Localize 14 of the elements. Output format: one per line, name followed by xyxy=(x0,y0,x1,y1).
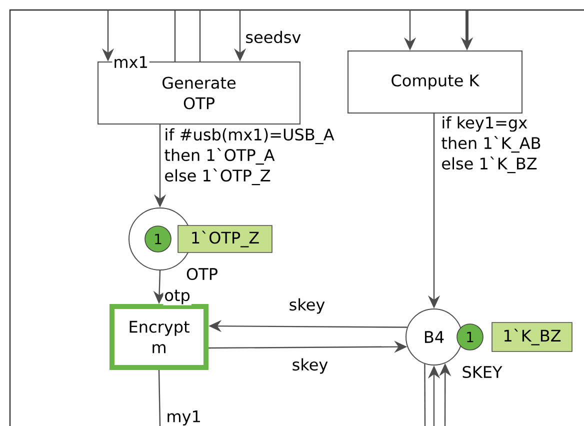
edge-label: otp xyxy=(163,288,192,306)
place-name: SKEY xyxy=(462,366,502,378)
edge-label: my1 xyxy=(165,410,202,426)
edge-label: seedsv xyxy=(244,30,302,44)
edge-label: if key1=gx then 1`K_AB else 1`K_BZ xyxy=(442,116,540,174)
enabled-process-box: Encrypt m xyxy=(110,304,208,370)
process-box: Compute K xyxy=(348,50,522,114)
marking-box: 1`OTP_Z xyxy=(178,225,272,253)
place-name: OTP xyxy=(186,268,218,280)
edge-label: if #usb(mx1)=USB_A then 1`OTP_A else 1`OTP_Z xyxy=(164,128,334,186)
edge-label: skey xyxy=(290,357,330,375)
edge-label: skey xyxy=(288,297,326,315)
marking-box: 1`K_BZ xyxy=(492,322,572,352)
edge-label: mx1 xyxy=(112,55,150,69)
